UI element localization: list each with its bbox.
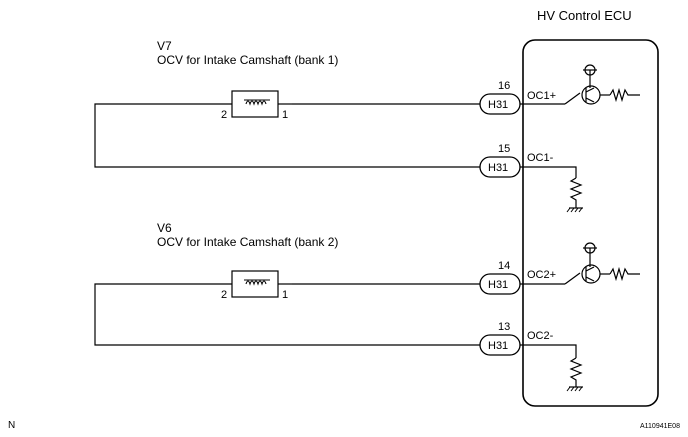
terminal-15-signal: OC1- (527, 152, 554, 164)
ecu-transistor-2-icon (564, 242, 640, 285)
component-v6-name: OCV for Intake Camshaft (bank 2) (157, 235, 338, 249)
footer-left-mark: N (8, 420, 15, 431)
terminal-14-signal: OC2+ (527, 269, 556, 281)
ecu-box (522, 39, 659, 407)
circuit-bank1-wires (94, 103, 480, 168)
terminal-14-pin: 14 (498, 260, 510, 272)
ocv-bank2-pin-right: 1 (282, 289, 288, 301)
ocv-bank2-solenoid-icon (231, 270, 279, 298)
ocv-bank2-pin-left: 2 (221, 289, 227, 301)
svg-text:H31: H31 (488, 279, 508, 291)
terminal-16-connector: H31 (479, 93, 521, 115)
terminal-16-signal: OC1+ (527, 90, 556, 102)
ecu-transistor-1-icon (564, 64, 640, 105)
circuit-bank2-wires (94, 283, 480, 346)
ecu-title: HV Control ECU (537, 8, 632, 23)
svg-text:H31: H31 (488, 162, 508, 174)
svg-text:H31: H31 (488, 99, 508, 111)
terminal-16-pin: 16 (498, 80, 510, 92)
component-v7-id: V7 (157, 39, 172, 53)
terminal-14-connector: H31 (479, 273, 521, 295)
terminal-13-connector: H31 (479, 334, 521, 356)
terminal-13-pin: 13 (498, 321, 510, 333)
component-v7-name: OCV for Intake Camshaft (bank 1) (157, 53, 338, 67)
ecu-resistor-ground-2-icon (566, 357, 583, 392)
component-v6-id: V6 (157, 221, 172, 235)
terminal-13-signal: OC2- (527, 330, 554, 342)
terminal-15-connector: H31 (479, 156, 521, 178)
ecu-resistor-ground-1-icon (566, 177, 583, 213)
terminal-15-pin: 15 (498, 143, 510, 155)
svg-text:H31: H31 (488, 340, 508, 352)
footer-figure-id: A110941E08 (640, 423, 680, 430)
ocv-bank1-pin-left: 2 (221, 109, 227, 121)
ocv-bank1-solenoid-icon (231, 90, 279, 118)
ocv-bank1-pin-right: 1 (282, 109, 288, 121)
